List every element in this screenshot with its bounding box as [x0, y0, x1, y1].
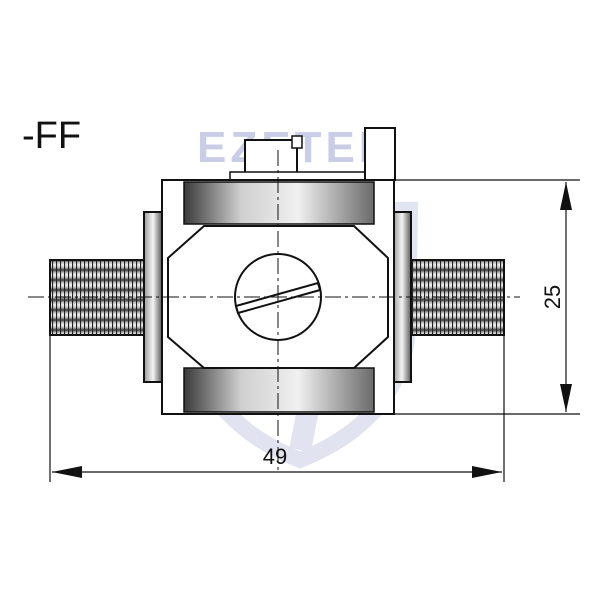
variant-label: -FF [22, 115, 81, 157]
top-terminal [229, 127, 396, 181]
width-dimension [49, 335, 505, 482]
height-dimension [394, 179, 580, 415]
center-lines [28, 150, 520, 470]
width-dimension-label: 49 [263, 444, 287, 469]
height-dimension-label: 25 [540, 285, 565, 309]
